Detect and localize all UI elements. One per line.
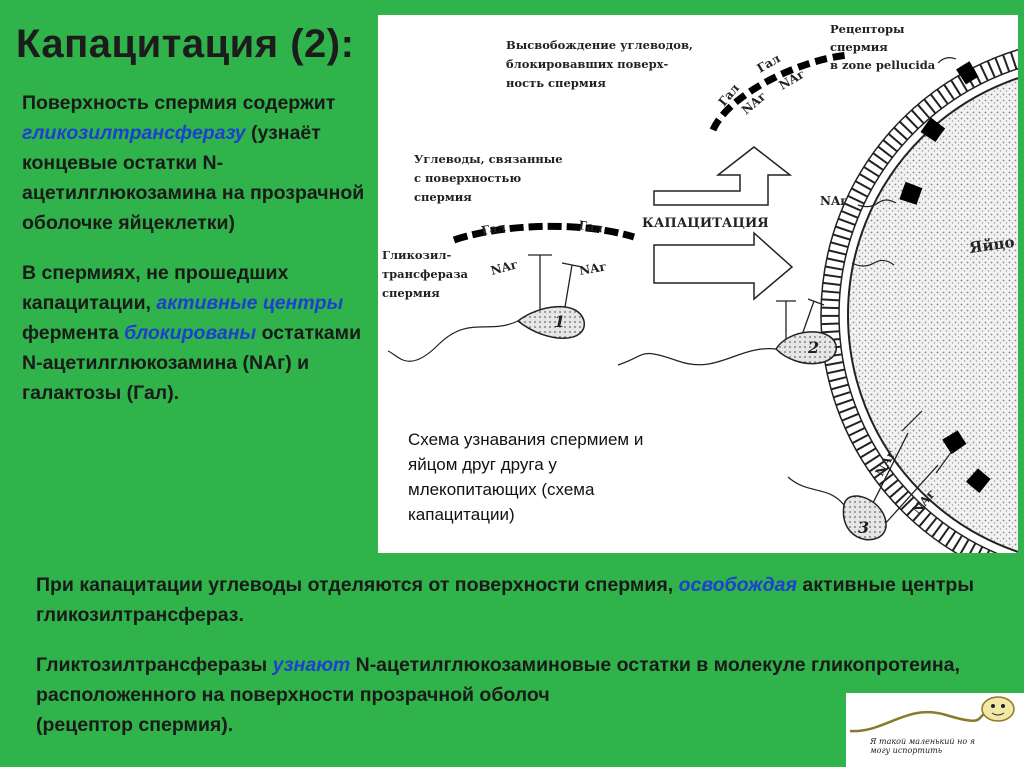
cartoon-caption: Я такой маленький но я могу испортить bbox=[870, 737, 980, 755]
text-span: При капацитации углеводы отделяются от п… bbox=[36, 574, 679, 596]
sperm-number-2: 2 bbox=[807, 338, 819, 357]
arrow-down bbox=[654, 233, 792, 299]
text-span: Поверхность спермия содержит bbox=[22, 92, 335, 114]
paragraph-surface: Поверхность спермия содержит гликозилтра… bbox=[22, 88, 372, 238]
capacitation-label: КАПАЦИТАЦИЯ bbox=[642, 216, 769, 231]
nag-label-egg: NAг bbox=[820, 194, 848, 208]
highlight-releasing: освобождая bbox=[679, 574, 797, 596]
sperm-2-head bbox=[776, 332, 836, 364]
sperm-2-tail bbox=[618, 349, 776, 365]
left-text-block: Поверхность спермия содержит гликозилтра… bbox=[22, 88, 372, 428]
receptors-label: Рецепторы спермия в zone pellucida bbox=[830, 22, 936, 72]
cartoon-sperm-image: Я такой маленький но я могу испортить bbox=[846, 693, 1024, 767]
gal-label-top-2: Гал bbox=[755, 51, 784, 76]
sperm-number-3: 3 bbox=[858, 518, 869, 537]
highlight-blocked: блокированы bbox=[124, 322, 256, 344]
arrow-up bbox=[654, 147, 790, 205]
sperm-3-tail bbox=[788, 477, 844, 505]
cartoon-sperm-drawing bbox=[846, 693, 1024, 767]
sperm-1-head bbox=[518, 307, 584, 339]
highlight-glycosyltransferase: гликозилтрансферазу bbox=[22, 122, 246, 144]
gal-label-top-1: Гал bbox=[716, 81, 743, 109]
sperm1-receptors bbox=[528, 255, 582, 313]
text-span: Гликтозилтрансферазы bbox=[36, 654, 273, 676]
diagram-caption: Схема узнавания спермием и яйцом друг др… bbox=[408, 427, 678, 527]
paragraph-release: При капацитации углеводы отделяются от п… bbox=[36, 570, 996, 630]
gal-label-2: Гал bbox=[578, 218, 605, 235]
nag-label-top-2: NAг bbox=[777, 67, 808, 93]
gal-label-1: Гал bbox=[480, 220, 507, 238]
glycosyltransferase-label: Гликозил- трансфераза спермия bbox=[382, 248, 472, 300]
text-span: (рецептор спермия). bbox=[36, 714, 233, 736]
release-label: Высвобождение углеводов, блокировавших п… bbox=[506, 38, 697, 90]
highlight-active-centers: активные центры bbox=[156, 292, 343, 314]
sperm-1-tail bbox=[388, 321, 518, 361]
highlight-recognize: узнают bbox=[273, 654, 351, 676]
nag-label-1: NAг bbox=[489, 257, 519, 278]
bound-carbs-label: Углеводы, связанные с поверхностью сперм… bbox=[414, 152, 567, 204]
sperm-number-1: 1 bbox=[554, 312, 565, 331]
paragraph-blocked: В спермиях, не прошедших капацитации, ак… bbox=[22, 258, 372, 408]
nag-label-2: NAг bbox=[578, 259, 608, 278]
capacitation-diagram: Яйцо Гал Гал NAг NAг Высвобождение углев… bbox=[378, 15, 1018, 553]
text-span: фермента bbox=[22, 322, 124, 344]
slide-title: Капацитация (2): bbox=[16, 22, 354, 67]
